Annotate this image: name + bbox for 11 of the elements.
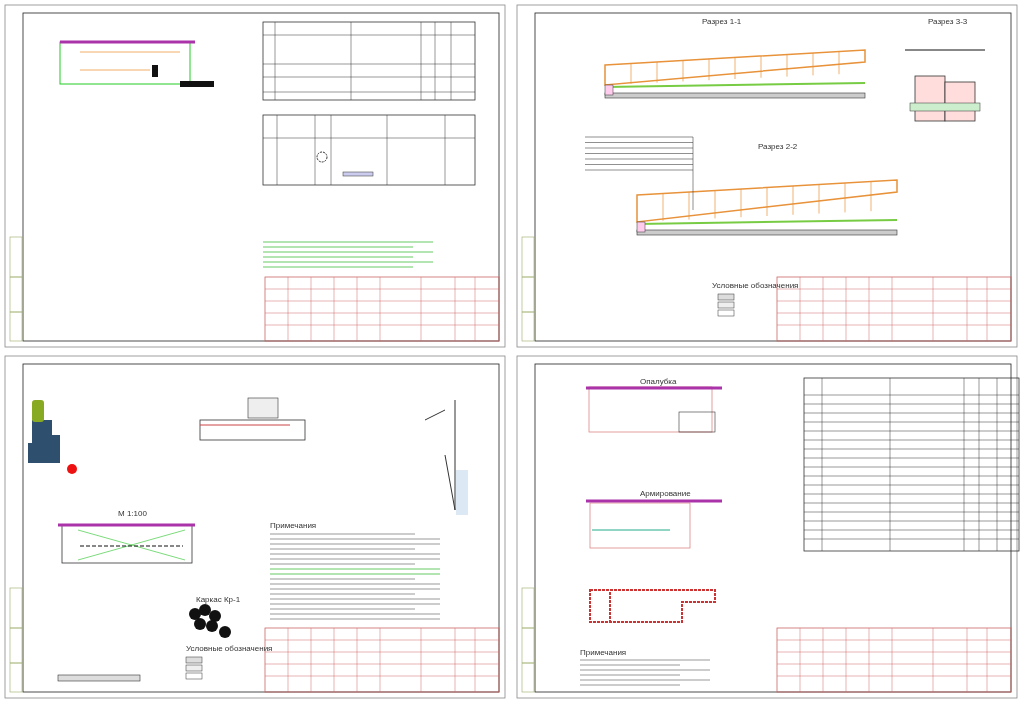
scale-label: М 1:100 — [118, 510, 147, 518]
section-title: Разрез 1-1 — [702, 18, 742, 26]
drawing-title: Армирование — [640, 490, 691, 498]
notes-heading: Примечания — [270, 522, 317, 530]
legend-title: Условные обозначения — [712, 282, 799, 290]
notes-heading: Примечания — [580, 649, 627, 657]
legend-title: Условные обозначения — [186, 645, 273, 653]
drawing-title: Опалубка — [640, 378, 677, 386]
drawing-title: Каркас Кр-1 — [196, 596, 241, 604]
section-title: Разрез 3-3 — [928, 18, 968, 26]
section-title: Разрез 2-2 — [758, 143, 798, 151]
